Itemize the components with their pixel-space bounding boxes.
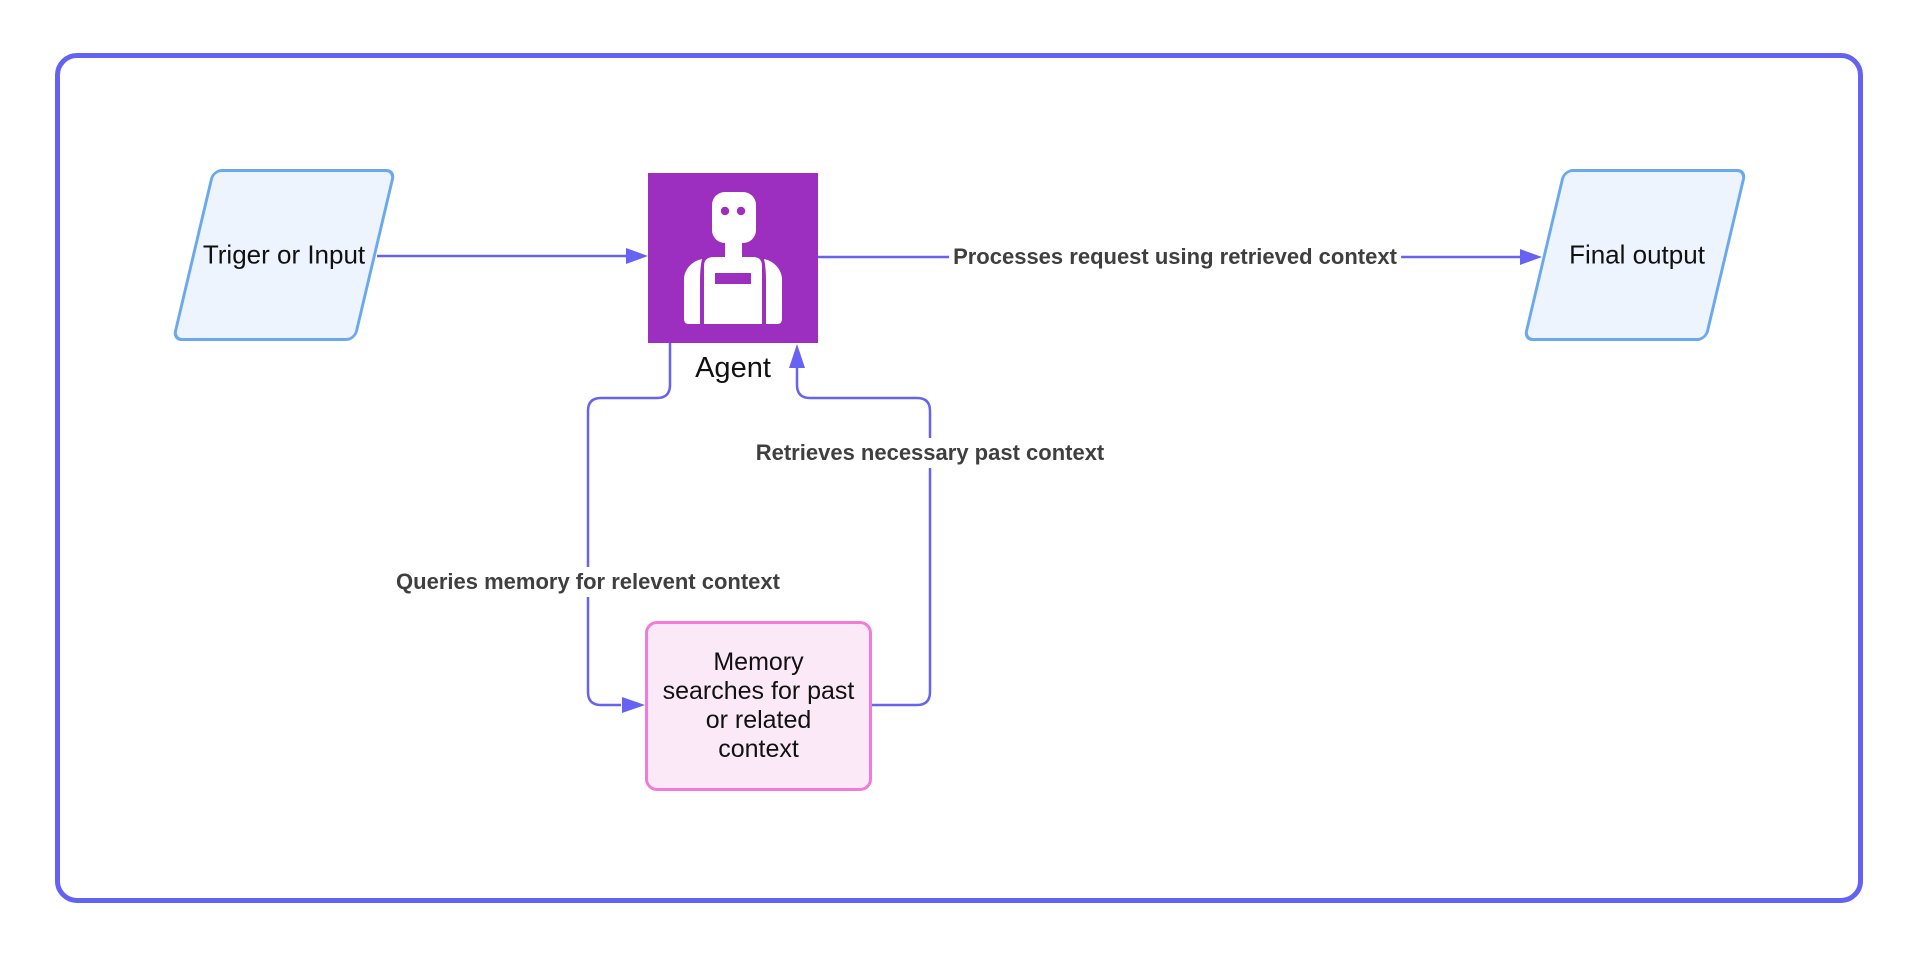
diagram-frame [55,53,1863,903]
edge-label-retrieves-context: Retrieves necessary past context [751,438,1109,468]
node-memory[interactable]: Memory searches for past or related cont… [645,621,872,791]
node-memory-label-line: Memory [713,648,804,676]
node-agent-label: Agent [695,352,771,384]
node-memory-label-line: context [718,735,799,763]
edge-label-processes-request: Processes request using retrieved contex… [949,242,1401,272]
edge-trigger-to-agent [377,248,648,264]
node-agent[interactable] [648,173,818,343]
node-memory-label-line: searches for past [662,677,855,705]
edge-agent-to-memory [586,343,672,713]
node-final-output-label: Final output [1569,239,1705,270]
node-trigger-input-label: Triger or Input [202,239,366,270]
edge-memory-to-agent [789,344,932,707]
edge-label-queries-memory: Queries memory for relevent context [392,567,784,597]
node-memory-label-line: or related [705,706,812,734]
robot-icon [684,192,782,324]
